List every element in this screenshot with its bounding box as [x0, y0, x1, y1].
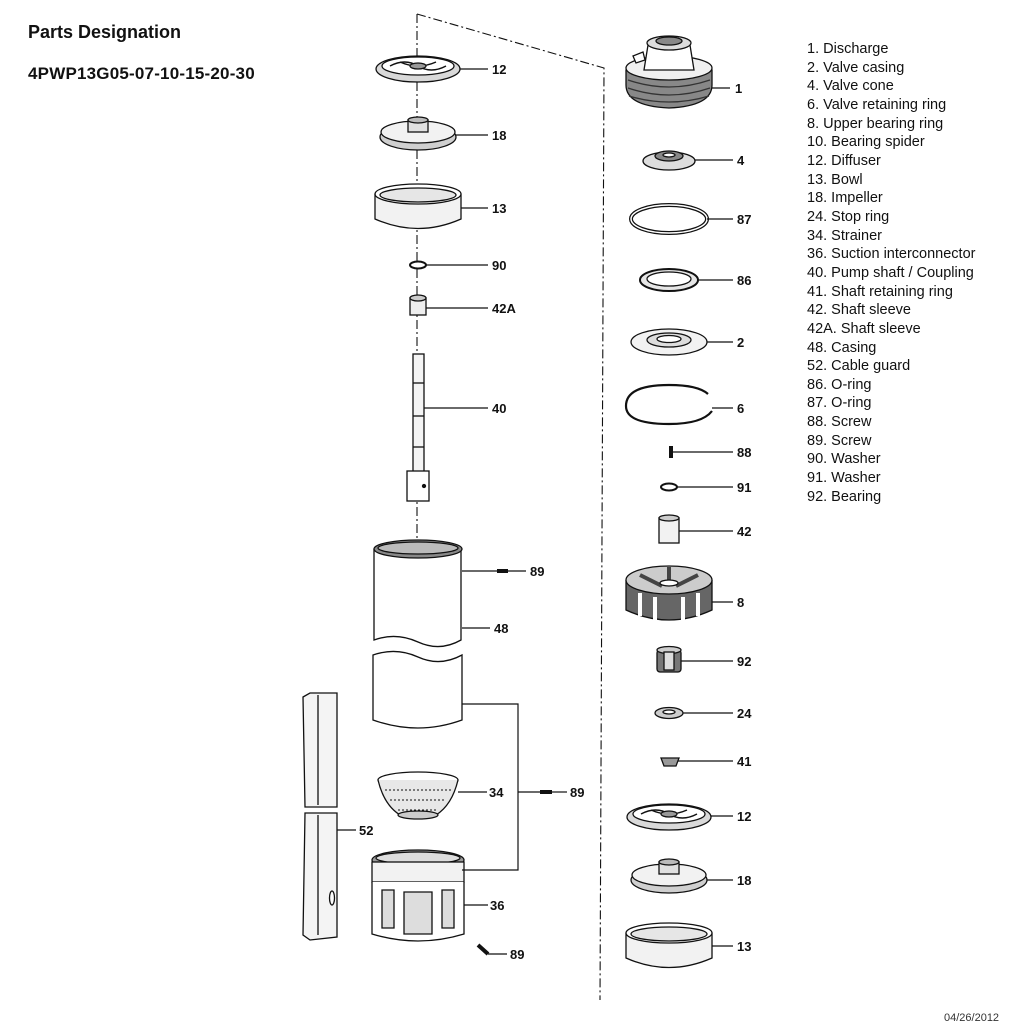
- legend-item: 88. Screw: [807, 414, 872, 431]
- legend-item: 52. Cable guard: [807, 358, 911, 375]
- callout-89-a: 89: [530, 564, 544, 579]
- o-ring-part-87: [629, 203, 709, 235]
- callout-41: 41: [737, 754, 751, 769]
- callout-42: 42: [737, 524, 751, 539]
- callout-12-left: 12: [492, 62, 506, 77]
- upper-bearing-ring-part-8: [625, 565, 713, 621]
- shaft-sleeve-part-42a: [409, 294, 427, 316]
- left-leader-lines: [337, 68, 567, 955]
- callout-40: 40: [492, 401, 506, 416]
- legend-item: 87. O-ring: [807, 395, 872, 412]
- callout-24: 24: [737, 706, 752, 721]
- right-callouts: 1 4 87 86 2 6 88 91 42 8 92 24 41 12 18 …: [735, 81, 752, 954]
- callout-13-left: 13: [492, 201, 506, 216]
- callout-91: 91: [737, 480, 751, 495]
- callout-18-right: 18: [737, 873, 751, 888]
- legend-item: 13. Bowl: [807, 171, 863, 188]
- callout-86: 86: [737, 273, 751, 288]
- valve-cone-part-4: [642, 150, 696, 171]
- callout-89-c: 89: [510, 947, 524, 962]
- washer-part-91: [660, 482, 678, 492]
- callout-48: 48: [494, 621, 508, 636]
- diffuser-part-top: [375, 55, 461, 83]
- shaft-retaining-ring-part-41: [660, 757, 680, 767]
- legend-item: 42A. Shaft sleeve: [807, 320, 921, 337]
- cable-guard-part-52: [302, 692, 338, 941]
- legend-item: 41. Shaft retaining ring: [807, 283, 953, 300]
- shaft-sleeve-part-42: [658, 514, 680, 544]
- parts-legend: 1. Discharge 2. Valve casing 4. Valve co…: [807, 40, 975, 506]
- callout-18-left: 18: [492, 128, 506, 143]
- callout-88: 88: [737, 445, 751, 460]
- callout-42a: 42A: [492, 301, 516, 316]
- revision-date: 04/26/2012: [944, 1012, 1000, 1024]
- impeller-part-top: [379, 116, 457, 151]
- callout-90: 90: [492, 258, 506, 273]
- legend-item: 6. Valve retaining ring: [807, 96, 947, 113]
- callout-8: 8: [737, 595, 744, 610]
- legend-item: 91. Washer: [807, 470, 881, 487]
- callout-1: 1: [735, 81, 742, 96]
- legend-item: 40. Pump shaft / Coupling: [807, 264, 974, 281]
- legend-item: 1. Discharge: [807, 41, 889, 57]
- bowl-part-top: [374, 183, 462, 230]
- suction-interconnector-part-36: [371, 849, 465, 942]
- legend-item: 12. Diffuser: [807, 152, 881, 169]
- callout-87: 87: [737, 212, 751, 227]
- o-ring-part-86: [639, 268, 699, 292]
- callout-13-right: 13: [737, 939, 751, 954]
- callout-2: 2: [737, 335, 744, 350]
- legend-item: 86. O-ring: [807, 376, 872, 393]
- legend-item: 90. Washer: [807, 451, 881, 468]
- callout-52: 52: [359, 823, 373, 838]
- bowl-part-bottom: [625, 922, 713, 969]
- legend-item: 48. Casing: [807, 339, 877, 356]
- legend-item: 42. Shaft sleeve: [807, 302, 911, 319]
- legend-item: 92. Bearing: [807, 488, 882, 505]
- legend-item: 36. Suction interconnector: [807, 246, 976, 263]
- callout-36: 36: [490, 898, 504, 913]
- casing-part-48: [372, 539, 463, 729]
- legend-item: 89. Screw: [807, 432, 872, 449]
- page-title: Parts Designation: [28, 22, 182, 42]
- legend-item: 8. Upper bearing ring: [807, 115, 944, 132]
- legend-item: 18. Impeller: [807, 190, 883, 207]
- bearing-part-92: [656, 645, 682, 673]
- strainer-part-34: [377, 771, 459, 820]
- callout-12-right: 12: [737, 809, 751, 824]
- model-number: 4PWP13G05-07-10-15-20-30: [28, 64, 255, 83]
- left-callouts: 12 18 13 90 42A 40 89 48 34 89 52 36 89: [359, 62, 584, 962]
- callout-34: 34: [489, 785, 504, 800]
- pump-shaft-part-40: [406, 353, 430, 502]
- callout-89-b: 89: [570, 785, 584, 800]
- legend-item: 4. Valve cone: [807, 78, 894, 95]
- discharge-part-1: [625, 35, 713, 109]
- right-leader-lines: [673, 87, 733, 947]
- legend-item: 34. Strainer: [807, 227, 882, 244]
- callout-6: 6: [737, 401, 744, 416]
- impeller-part-bottom: [630, 858, 708, 894]
- diffuser-part-bottom: [626, 803, 712, 831]
- legend-item: 2. Valve casing: [807, 59, 905, 76]
- screw-part-89-left: [476, 569, 552, 956]
- washer-part-90: [409, 260, 427, 270]
- legend-item: 24. Stop ring: [807, 208, 890, 225]
- valve-casing-part-2: [630, 328, 708, 356]
- stop-ring-part-24: [654, 706, 684, 720]
- callout-92: 92: [737, 654, 751, 669]
- callout-4: 4: [737, 153, 745, 168]
- valve-retaining-ring-part-6: [624, 383, 713, 426]
- legend-item: 10. Bearing spider: [807, 134, 925, 151]
